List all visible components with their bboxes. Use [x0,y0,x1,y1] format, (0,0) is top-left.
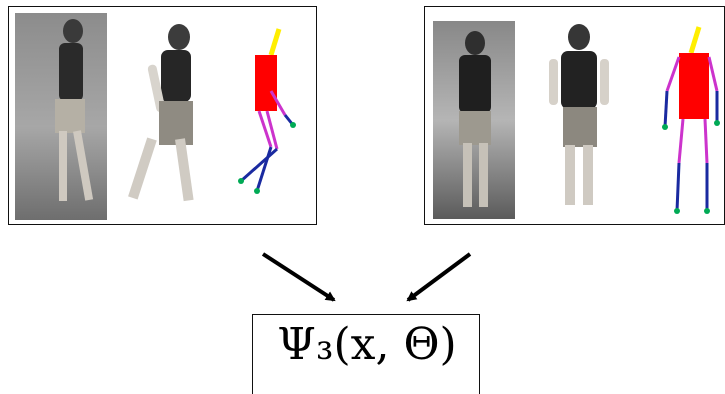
right-walker-figure [549,24,609,205]
skeleton-head-segment [268,28,282,56]
formula-text: Ψ₃(x, Θ) [277,319,457,370]
left-camera-photo [15,13,107,220]
left-arrow [261,252,336,302]
formula-box: Ψ₃(x, Θ) [252,314,480,394]
right-frame-panel [424,6,725,225]
left-walker-figure [128,24,194,202]
skeleton-torso [255,55,277,111]
right-camera-photo [433,21,515,219]
left-photo-person [55,19,94,201]
right-photo-person [459,31,491,207]
right-skeleton [662,26,720,214]
left-frame-panel [8,6,317,225]
left-skeleton [238,28,296,194]
skeleton-torso [679,53,709,119]
right-arrow [406,252,472,302]
skeleton-head-segment [688,26,702,54]
